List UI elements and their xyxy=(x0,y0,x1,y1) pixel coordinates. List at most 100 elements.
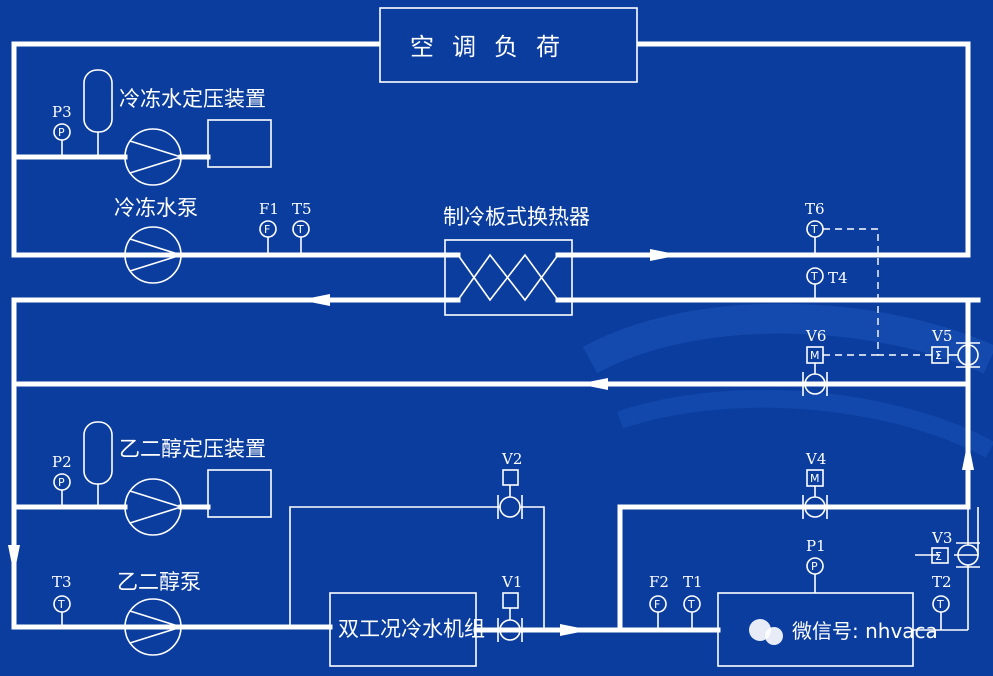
valve-v2: V2 xyxy=(497,450,523,519)
v3-glyph: Σ xyxy=(935,550,942,563)
f2-label: F2 xyxy=(649,573,669,591)
v3-label: V3 xyxy=(931,529,952,547)
p1-glyph: P xyxy=(811,560,818,573)
background-swirl xyxy=(582,303,993,374)
flow-arrow-middle xyxy=(578,378,608,390)
t5-glyph: T xyxy=(296,223,304,236)
t1-glyph: T xyxy=(687,598,695,611)
chilled-water-pump: 冷冻水泵 xyxy=(114,196,198,284)
temp-sensor-t1: T1 T xyxy=(683,573,703,630)
regulator-actuator-icon xyxy=(931,547,949,564)
actuator-icon xyxy=(502,469,519,486)
bypass-v2-line xyxy=(289,506,500,627)
flow-arrow-supply xyxy=(650,249,680,261)
t6-glyph: T xyxy=(810,223,818,236)
glycol-pressure-pump-triangle xyxy=(129,490,184,524)
t3-label: T3 xyxy=(52,573,72,591)
temp-sensor-t6: T6 T xyxy=(805,200,825,255)
p2-glyph: P xyxy=(58,476,65,489)
watermark-text: 微信号: nhvaca xyxy=(792,619,938,643)
v5-glyph: Σ xyxy=(935,349,942,362)
temp-sensor-t5: T5 T xyxy=(292,200,312,255)
temp-sensor-t3: T3 T xyxy=(52,573,72,627)
cw-pressure-pump-triangle xyxy=(129,140,184,174)
plate-heat-exchanger: 制冷板式换热器 xyxy=(442,205,590,316)
flow-arrow-chiller-out xyxy=(560,624,590,636)
t4-label: T4 xyxy=(828,269,848,287)
ice-storage-tank xyxy=(717,592,914,667)
t3-glyph: T xyxy=(57,598,65,611)
hx-box xyxy=(444,239,573,316)
actuator-icon xyxy=(502,592,519,609)
pipe-network xyxy=(11,41,981,633)
v6-glyph: M xyxy=(810,349,820,362)
glycol-pressure-pump xyxy=(124,478,182,536)
t5-label: T5 xyxy=(292,200,312,218)
v1-label: V1 xyxy=(501,573,522,591)
cw-pressure-pump xyxy=(124,128,182,186)
v6-label: V6 xyxy=(805,327,826,345)
expansion-tank-cw xyxy=(83,69,113,133)
chiller-box xyxy=(329,592,477,667)
v4-glyph: M xyxy=(810,472,820,485)
t1-label: T1 xyxy=(683,573,703,591)
flow-arrow-glycol-left xyxy=(300,294,330,306)
t6-label: T6 xyxy=(805,200,825,218)
f1-glyph: F xyxy=(264,223,270,236)
valve-v5: V5 Σ xyxy=(931,327,980,368)
cw-pressure-device-label: 冷冻水定压装置 xyxy=(119,87,266,111)
chilled-water-pressure-device: 冷冻水定压装置 xyxy=(83,69,272,186)
t2-glyph: T xyxy=(936,598,944,611)
flow-meter-f1: F1 F xyxy=(259,200,279,255)
glycol-pressure-box xyxy=(207,469,272,518)
p1-label: P1 xyxy=(806,537,826,555)
v5-label: V5 xyxy=(931,327,952,345)
hx-zigzag-2 xyxy=(457,253,559,302)
valve-body-icon xyxy=(804,496,826,518)
dual-duty-chiller: 双工况冷水机组 xyxy=(329,592,485,667)
t4-glyph: T xyxy=(810,270,818,283)
gauge-p1: P1 P xyxy=(806,537,826,593)
valve-v4: V4 M xyxy=(802,450,828,519)
control-line-t6-v5 xyxy=(823,228,940,356)
flow-meter-f2: F2 F xyxy=(649,573,669,630)
flow-arrow-down-left xyxy=(8,545,20,575)
pipe-glycol-main-left xyxy=(11,297,448,630)
v4-label: V4 xyxy=(805,450,826,468)
ice-tank-box xyxy=(717,592,914,667)
glycol-pressure-device-label: 乙二醇定压装置 xyxy=(119,437,266,461)
temp-sensor-t4: T T4 xyxy=(806,267,848,300)
p3-glyph: P xyxy=(58,126,65,139)
valve-body-icon xyxy=(804,373,826,395)
p2-label: P2 xyxy=(52,453,72,471)
load-label: 空调负荷 xyxy=(410,33,578,61)
t2-label: T2 xyxy=(932,573,952,591)
v2-label: V2 xyxy=(501,450,522,468)
valve-v3: V3 Σ xyxy=(931,507,980,590)
cw-pump-triangle xyxy=(129,238,184,272)
pipe-load-supply xyxy=(569,41,971,258)
glycol-pump-triangle xyxy=(129,610,184,644)
valve-body-icon xyxy=(499,619,521,641)
valve-body-icon xyxy=(499,496,521,518)
expansion-tank-glycol xyxy=(83,421,113,485)
glycol-pump: 乙二醇泵 xyxy=(117,570,201,656)
background-swirl-2 xyxy=(617,389,993,458)
valve-body-icon xyxy=(957,344,979,366)
chiller-label: 双工况冷水机组 xyxy=(338,617,485,641)
gauge-p3: P3 P xyxy=(52,103,72,157)
temp-sensor-t2: T2 T xyxy=(913,573,969,631)
p3-label: P3 xyxy=(52,103,72,121)
glycol-pump-label: 乙二醇泵 xyxy=(117,570,201,594)
cw-pump-label: 冷冻水泵 xyxy=(114,196,198,220)
load-box xyxy=(379,7,638,83)
wechat-watermark: 微信号: nhvaca xyxy=(749,619,938,645)
hx-label: 制冷板式换热器 xyxy=(443,205,590,229)
valve-v1: V1 xyxy=(497,573,523,642)
pipe-load-return xyxy=(11,41,448,258)
valve-v6: V6 M xyxy=(802,327,828,396)
gauge-p2: P2 P xyxy=(52,453,72,507)
bypass-v2-drop xyxy=(520,506,545,630)
